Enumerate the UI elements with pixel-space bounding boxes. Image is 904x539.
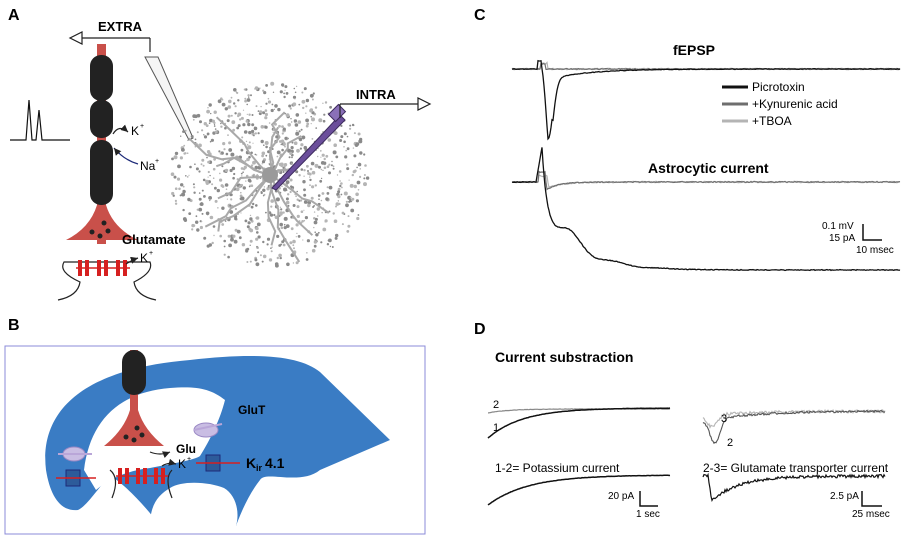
scale-current: 15 pA: [829, 233, 855, 244]
k-ion-sup: +: [140, 123, 144, 130]
trace-label-3-right: 3: [721, 413, 727, 425]
panel-c-letter: C: [474, 7, 486, 24]
potassium-current-label: 1-2= Potassium current: [495, 461, 620, 475]
presynaptic-terminal: [104, 350, 164, 446]
intra-electrode: [271, 97, 432, 191]
scale-time: 10 msec: [856, 245, 894, 256]
k-ion-sup-2: +: [149, 250, 153, 257]
neuron-axon: [66, 44, 138, 244]
legend-label-picrotoxin: Picrotoxin: [752, 80, 805, 94]
d-right-traces: [702, 408, 886, 503]
scale-left-current: 20 pA: [608, 491, 634, 502]
trace-label-2-right: 2: [727, 437, 733, 449]
kir-sub: ir: [256, 463, 263, 473]
k-sup-b: +: [187, 456, 191, 463]
glutamate-transporter-trace: [702, 472, 886, 503]
panel-a: A EXTRA K + Na + Glutamate: [8, 7, 432, 301]
k-ion-label-2: K: [140, 251, 148, 265]
kir-channel-left: [56, 469, 96, 487]
scale-right-current: 2.5 pA: [830, 491, 859, 502]
na-ion-label: Na: [140, 159, 156, 173]
kir-prefix: K: [246, 455, 256, 471]
scale-bar-d-left: 20 pA 1 sec: [608, 491, 660, 520]
kir-suffix: 4.1: [265, 455, 285, 471]
trace-2-right: [702, 409, 886, 445]
scale-left-time: 1 sec: [636, 509, 660, 520]
current-substraction-title: Current substraction: [495, 349, 633, 365]
glutamate-transporter-label: 2-3= Glutamate transporter current: [703, 461, 889, 475]
glu-label: Glu: [176, 442, 196, 456]
panel-c: C fEPSP Astrocytic current Picrotoxin +K…: [474, 7, 901, 272]
extra-label: EXTRA: [98, 19, 143, 34]
glutamate-label: Glutamate: [122, 232, 186, 247]
scale-voltage: 0.1 mV: [822, 221, 854, 232]
panel-a-letter: A: [8, 7, 20, 24]
panel-d-letter: D: [474, 321, 486, 338]
intra-label: INTRA: [356, 87, 396, 102]
legend-label-tboa: +TBOA: [752, 114, 792, 128]
scale-bar-c: 0.1 mV 15 pA 10 msec: [822, 221, 894, 256]
legend: Picrotoxin +Kynurenic acid +TBOA: [722, 80, 838, 128]
astro-trace-picrotoxin: [511, 147, 901, 272]
astro-trace-kynurenic: [511, 170, 901, 191]
glutamate-transporter-right: [193, 422, 223, 438]
trace-1-left: [487, 407, 671, 439]
na-ion-sup: +: [155, 158, 159, 165]
scale-right-time: 25 msec: [852, 509, 890, 520]
k-ion-label: K: [131, 124, 139, 138]
astrocyte-morphology: [170, 81, 370, 268]
extra-arrow-icon: [68, 31, 83, 45]
panel-b: B Glu K +: [4, 317, 426, 535]
panel-b-letter: B: [8, 317, 20, 334]
trace-label-2-left: 2: [493, 399, 499, 411]
scale-bar-d-right: 2.5 pA 25 msec: [830, 491, 890, 520]
fepsp-label: fEPSP: [673, 42, 715, 58]
k-label-b: K: [178, 457, 186, 471]
d-left-traces: [487, 407, 671, 506]
glut-label: GluT: [238, 403, 266, 417]
receptor-channels-b: [116, 468, 168, 484]
astrocytic-current-label: Astrocytic current: [648, 160, 769, 176]
extra-electrode: [68, 31, 194, 141]
panel-b-frame: [4, 345, 426, 535]
trace-label-1-left: 1: [493, 422, 499, 434]
potassium-trace: [487, 474, 671, 506]
fepsp-trace-picrotoxin: [512, 59, 901, 141]
astrocytic-traces: [511, 147, 901, 272]
fepsp-traces: [511, 59, 901, 141]
action-potential-traces: [10, 99, 70, 141]
legend-label-kynurenic: +Kynurenic acid: [752, 97, 838, 111]
intra-arrow-icon: [417, 97, 432, 111]
kir-channel-right: [196, 454, 240, 472]
panel-d: D Current substraction 2 1 3 2 1-2= Pota…: [474, 321, 890, 520]
receptor-channels: [76, 260, 130, 276]
trace-3-right: [702, 408, 886, 429]
glutamate-transporter-left: [58, 446, 92, 462]
